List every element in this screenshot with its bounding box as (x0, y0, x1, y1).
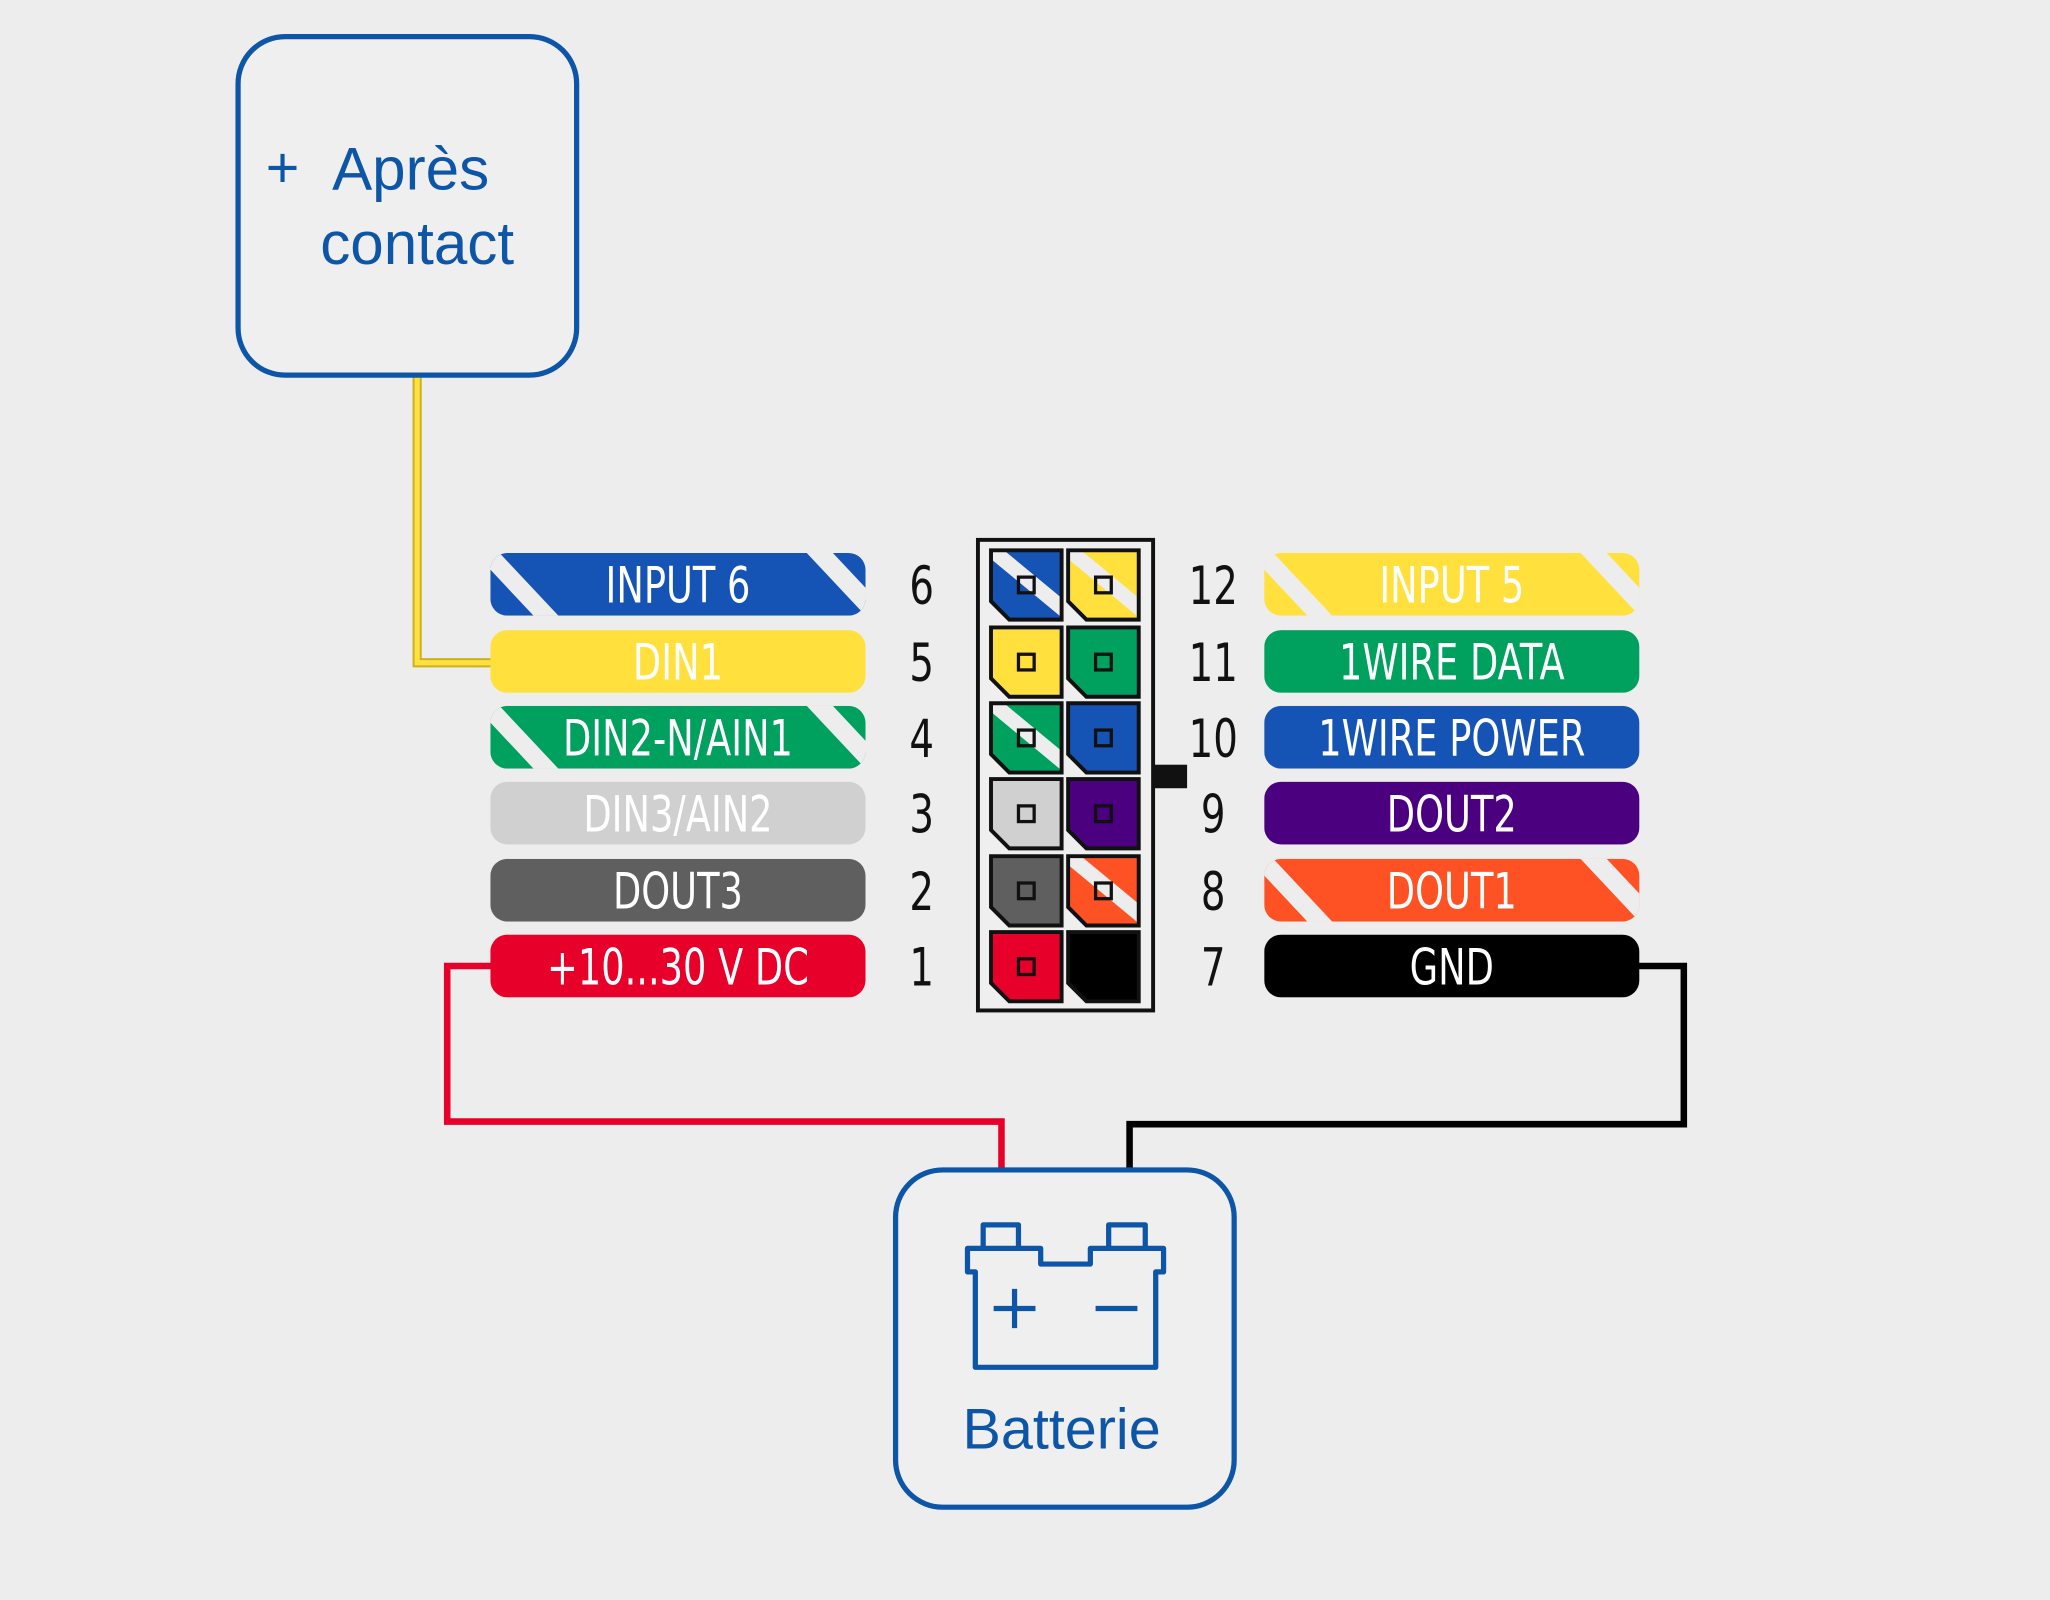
stripe (490, 552, 559, 616)
connector-cell-pin-8 (1066, 854, 1141, 928)
plus-sign: + (266, 136, 300, 200)
wire-ignition-core (414, 375, 493, 666)
pin-label-right-8: DOUT1 8 (1201, 858, 1640, 922)
pin-number: 11 (1189, 632, 1238, 693)
wires (412, 375, 1688, 1170)
pin-label-text: GND (1410, 939, 1494, 997)
wire-ignition (412, 375, 493, 668)
stripe (1580, 552, 1640, 616)
pin-contact (1093, 652, 1113, 672)
wire-ground (1126, 962, 1688, 1170)
pin-contact (1093, 881, 1113, 901)
battery-label: Batterie (963, 1397, 1161, 1461)
pin-number: 10 (1189, 708, 1238, 769)
wire-power (443, 962, 1005, 1170)
pin-label-text: DIN1 (633, 634, 723, 692)
pin-number: 1 (909, 937, 934, 998)
pin-contact (1016, 575, 1036, 595)
pin-contact (1093, 728, 1113, 748)
connector-latch (1153, 764, 1188, 789)
pin-label-left-2: DOUT3 2 (490, 858, 934, 922)
battery-box: Batterie (892, 1167, 1237, 1510)
connector-cell-pin-7 (1066, 930, 1141, 1004)
connector-cell-pin-3 (989, 777, 1064, 851)
pin-label-right-10: 1WIRE POWER 10 (1189, 705, 1640, 769)
pin-label-text: 1WIRE POWER (1318, 710, 1585, 768)
battery-icon (964, 1222, 1167, 1370)
pin-label-text: DIN2-N/AIN1 (563, 710, 793, 768)
pin-contact (1016, 728, 1036, 748)
pin-number: 12 (1189, 555, 1238, 616)
stripe (806, 552, 866, 616)
pin-number: 3 (909, 784, 934, 845)
pin-label-text: DOUT1 (1387, 863, 1517, 921)
pin-label-left-4: DIN2-N/AIN1 4 (490, 705, 934, 769)
pin-contact (1093, 804, 1113, 824)
pin-label-left-1: +10...30 V DC 1 (490, 934, 934, 998)
stripe (1264, 552, 1333, 616)
pin-label-text: DOUT3 (613, 863, 743, 921)
pin-number: 7 (1201, 937, 1226, 998)
stripe (1264, 858, 1333, 922)
pin-label-right-9: DOUT2 9 (1201, 781, 1640, 845)
ignition-label-line2: contact (320, 210, 514, 277)
pin-label-right-11: 1WIRE DATA 11 (1189, 630, 1640, 694)
pin-label-text: DOUT2 (1387, 786, 1517, 844)
connector-cell-pin-12 (1066, 548, 1141, 622)
pin-number: 2 (909, 861, 934, 922)
stripe (1580, 858, 1640, 922)
pin-label-left-3: DIN3/AIN2 3 (490, 781, 934, 845)
ignition-label-line1: Après (332, 136, 489, 203)
connector-cell-pin-11 (1066, 625, 1141, 699)
pin-label-right-7: GND 7 (1201, 934, 1640, 998)
pin-number: 4 (909, 708, 934, 769)
pin-label-right-12: INPUT 5 12 (1189, 552, 1640, 616)
connector-cell-pin-9 (1066, 777, 1141, 851)
connector-cell-pin-2 (989, 854, 1064, 928)
stripe (806, 705, 866, 769)
pin-label-text: 1WIRE DATA (1339, 634, 1565, 692)
ignition-box: + Après contact (235, 33, 580, 378)
pin-label-left-5: DIN1 5 (490, 630, 934, 694)
pin-number: 9 (1201, 784, 1226, 845)
connector-cell-pin-5 (989, 625, 1064, 699)
pin-number: 5 (909, 632, 934, 693)
connector-12-pin (975, 537, 1188, 1013)
connector-cell-pin-6 (989, 548, 1064, 622)
pin-contact (1093, 575, 1113, 595)
pin-contact (1016, 652, 1036, 672)
pin-number: 6 (909, 555, 934, 616)
pin-label-text: DIN3/AIN2 (583, 786, 772, 844)
pin-contact (1016, 804, 1036, 824)
connector-cell-pin-4 (989, 701, 1064, 775)
pin-number: 8 (1201, 861, 1226, 922)
pin-label-left-6: INPUT 6 6 (490, 552, 934, 616)
pin-label-text: INPUT 5 (1379, 557, 1524, 615)
pin-label-text: INPUT 6 (605, 557, 750, 615)
pin-contact (1016, 957, 1036, 977)
pin-contact (1016, 881, 1036, 901)
pin-label-text: +10...30 V DC (547, 939, 809, 997)
connector-cell-pin-10 (1066, 701, 1141, 775)
stripe (490, 705, 559, 769)
connector-cell-pin-1 (989, 930, 1064, 1004)
